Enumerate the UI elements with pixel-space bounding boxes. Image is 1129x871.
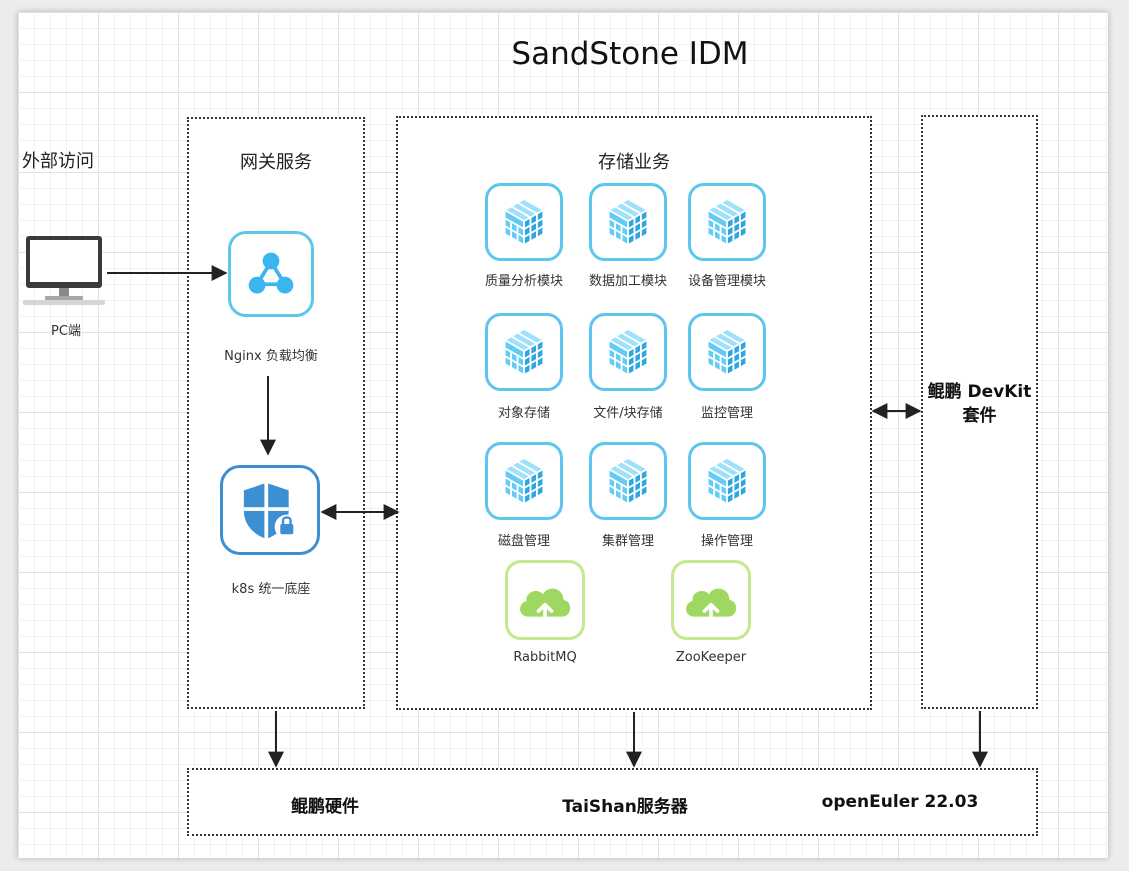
k8s-label: k8s 统一底座 — [231, 582, 311, 597]
nginx-share-icon — [228, 231, 314, 317]
module-cube-icon — [485, 183, 563, 261]
platform-box — [187, 768, 1038, 836]
middleware-label: ZooKeeper — [675, 650, 747, 665]
module-label: 操作管理 — [700, 534, 753, 549]
module-cube-icon — [688, 183, 766, 261]
openeuler-label: openEuler 22.03 — [821, 792, 979, 812]
external-access-label: 外部访问 — [22, 151, 94, 172]
taishan-server-label: TaiShan服务器 — [562, 797, 688, 817]
gateway-service-box — [187, 117, 365, 709]
module-label: 设备管理模块 — [687, 274, 766, 289]
kunpeng-hardware-label: 鲲鹏硬件 — [291, 797, 359, 817]
devkit-box — [921, 115, 1038, 709]
pc-monitor-icon — [23, 234, 105, 306]
pc-label: PC端 — [51, 324, 81, 339]
middleware-cloud-icon — [505, 560, 585, 640]
module-cube-icon — [485, 442, 563, 520]
module-label: 文件/块存储 — [593, 406, 663, 421]
middleware-cloud-icon — [671, 560, 751, 640]
module-label: 对象存储 — [497, 406, 550, 421]
devkit-label-line2: 套件 — [962, 406, 997, 426]
module-cube-icon — [589, 442, 667, 520]
module-label: 监控管理 — [700, 406, 753, 421]
k8s-shield-icon — [220, 465, 320, 555]
module-cube-icon — [589, 183, 667, 261]
module-cube-icon — [485, 313, 563, 391]
nginx-label: Nginx 负载均衡 — [224, 349, 318, 364]
module-label: 质量分析模块 — [484, 274, 563, 289]
module-cube-icon — [589, 313, 667, 391]
module-cube-icon — [688, 442, 766, 520]
diagram-title: SandStone IDM — [511, 36, 749, 72]
module-label: 磁盘管理 — [497, 534, 550, 549]
module-label: 数据加工模块 — [588, 274, 667, 289]
devkit-label-line1: 鲲鹏 DevKit — [927, 382, 1032, 402]
storage-service-label: 存储业务 — [598, 152, 670, 173]
middleware-label: RabbitMQ — [513, 650, 577, 665]
gateway-service-label: 网关服务 — [240, 152, 312, 173]
module-cube-icon — [688, 313, 766, 391]
module-label: 集群管理 — [601, 534, 654, 549]
